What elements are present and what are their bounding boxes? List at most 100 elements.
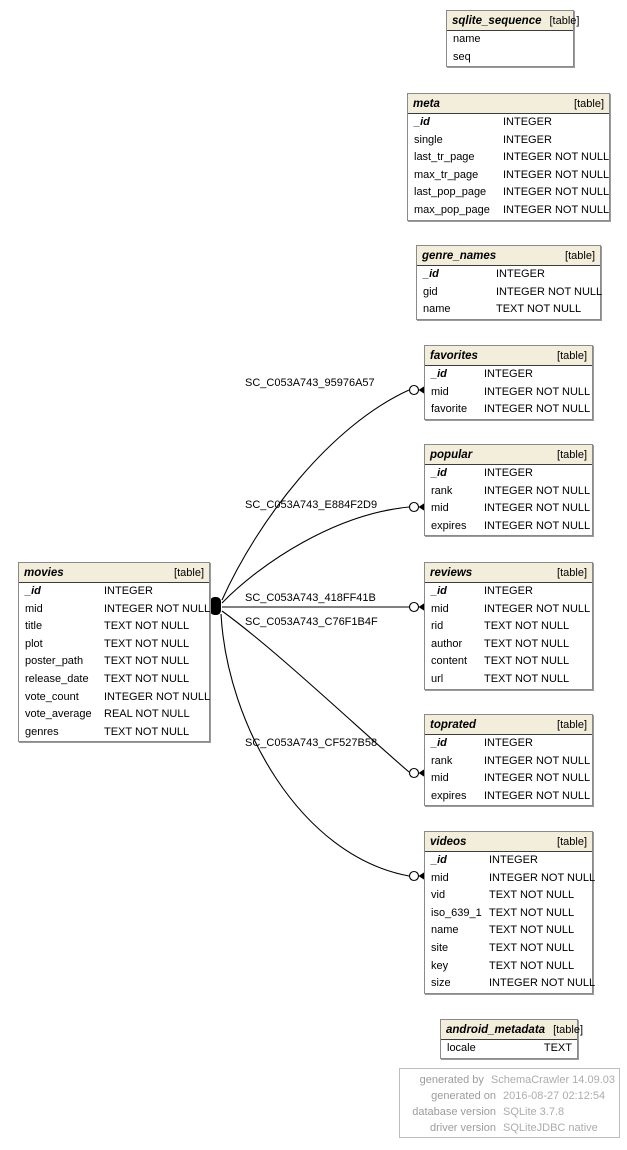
table-tag: [table] bbox=[557, 349, 587, 362]
column-type: TEXT bbox=[543, 1042, 572, 1054]
column-row: seq bbox=[447, 49, 573, 67]
column-type: INTEGER bbox=[503, 116, 552, 128]
column-name: _id bbox=[423, 268, 439, 280]
info-label: driver version bbox=[429, 1122, 496, 1134]
column-row: _id INTEGER bbox=[425, 366, 592, 384]
column-type: TEXT NOT NULL bbox=[484, 637, 570, 650]
column-type: INTEGER NOT NULL bbox=[484, 789, 591, 802]
column-type: TEXT NOT NULL bbox=[104, 637, 190, 650]
column-name: rank bbox=[431, 484, 453, 497]
arrowhead-icon bbox=[418, 385, 425, 395]
table-name: meta bbox=[413, 97, 440, 110]
column-name: max_pop_page bbox=[414, 203, 490, 216]
table-name: android_metadata bbox=[446, 1023, 546, 1036]
fk-constraint-label: SC_C053A743_C76F1B4F bbox=[245, 616, 378, 628]
column-row: mid INTEGER NOT NULL bbox=[425, 601, 592, 619]
table-tag: [table] bbox=[565, 249, 595, 262]
column-type: INTEGER NOT NULL bbox=[484, 484, 591, 497]
column-name: rank bbox=[431, 754, 453, 767]
column-name: _id bbox=[431, 467, 447, 479]
column-name: mid bbox=[431, 602, 449, 615]
column-name: _id bbox=[431, 737, 447, 749]
table-name: movies bbox=[24, 566, 64, 579]
column-type: INTEGER bbox=[496, 268, 545, 280]
column-name: _id bbox=[25, 585, 41, 597]
column-type: TEXT NOT NULL bbox=[484, 620, 570, 633]
column-type: INTEGER NOT NULL bbox=[503, 151, 610, 164]
info-label: generated on bbox=[431, 1090, 496, 1102]
column-name: vote_average bbox=[25, 708, 92, 721]
column-row: max_tr_page INTEGER NOT NULL bbox=[408, 167, 609, 185]
column-name: _id bbox=[431, 368, 447, 380]
column-name: plot bbox=[25, 637, 43, 650]
column-name: mid bbox=[431, 385, 449, 398]
column-name: name bbox=[453, 33, 481, 45]
info-value: SQLiteJDBC native bbox=[503, 1122, 598, 1134]
column-type: INTEGER NOT NULL bbox=[484, 754, 591, 767]
table-header: sqlite_sequence[table] bbox=[447, 11, 579, 31]
column-type: TEXT NOT NULL bbox=[104, 725, 190, 738]
fk-constraint-label: SC_C053A743_418FF41B bbox=[245, 592, 376, 604]
column-name: vid bbox=[431, 889, 446, 902]
column-type: INTEGER NOT NULL bbox=[489, 871, 596, 884]
table-header: movies [table] bbox=[19, 563, 209, 583]
arrowhead-icon bbox=[418, 871, 425, 881]
column-name: rid bbox=[431, 620, 444, 633]
column-name: site bbox=[431, 941, 449, 954]
generation-info-panel: generated by SchemaCrawler 14.09.03 gene… bbox=[399, 1068, 620, 1138]
column-name: mid bbox=[431, 502, 449, 515]
table-tag: [table] bbox=[174, 566, 204, 579]
column-type: INTEGER NOT NULL bbox=[489, 977, 596, 990]
column-name: max_tr_page bbox=[414, 168, 479, 181]
column-name: vote_count bbox=[25, 690, 79, 703]
table-name: sqlite_sequence bbox=[452, 14, 542, 27]
column-type: INTEGER bbox=[484, 737, 533, 749]
column-type: INTEGER bbox=[484, 368, 533, 380]
column-name: poster_path bbox=[25, 655, 84, 668]
table-tag: [table] bbox=[557, 835, 587, 848]
table-tag: [table] bbox=[574, 97, 604, 110]
info-value: 2016-08-27 02:12:54 bbox=[503, 1090, 606, 1102]
column-type: INTEGER bbox=[484, 467, 533, 479]
column-type: REAL NOT NULL bbox=[104, 708, 190, 721]
column-name: mid bbox=[431, 871, 449, 884]
column-name: last_tr_page bbox=[414, 151, 475, 164]
table-name: toprated bbox=[430, 718, 476, 731]
column-type: INTEGER NOT NULL bbox=[503, 168, 610, 181]
zero-circle-terminator bbox=[408, 767, 420, 779]
column-name: mid bbox=[431, 772, 449, 785]
column-type: INTEGER NOT NULL bbox=[484, 602, 591, 615]
info-label: database version bbox=[412, 1106, 496, 1118]
column-name: expires bbox=[431, 519, 467, 532]
info-value: SchemaCrawler 14.09.03 bbox=[490, 1074, 615, 1086]
column-name: iso_639_1 bbox=[431, 906, 482, 919]
column-type: TEXT NOT NULL bbox=[496, 303, 582, 316]
column-row: _id INTEGER bbox=[425, 735, 592, 753]
column-type: INTEGER NOT NULL bbox=[496, 285, 603, 298]
column-name: genres bbox=[25, 725, 59, 738]
column-type: TEXT NOT NULL bbox=[484, 672, 570, 685]
column-name: release_date bbox=[25, 672, 89, 685]
fk-edge-path bbox=[221, 506, 410, 604]
table-header: genre_names[table] bbox=[417, 246, 600, 266]
column-name: name bbox=[423, 303, 451, 316]
generation-info-row: generated by SchemaCrawler 14.09.03 bbox=[404, 1072, 615, 1088]
